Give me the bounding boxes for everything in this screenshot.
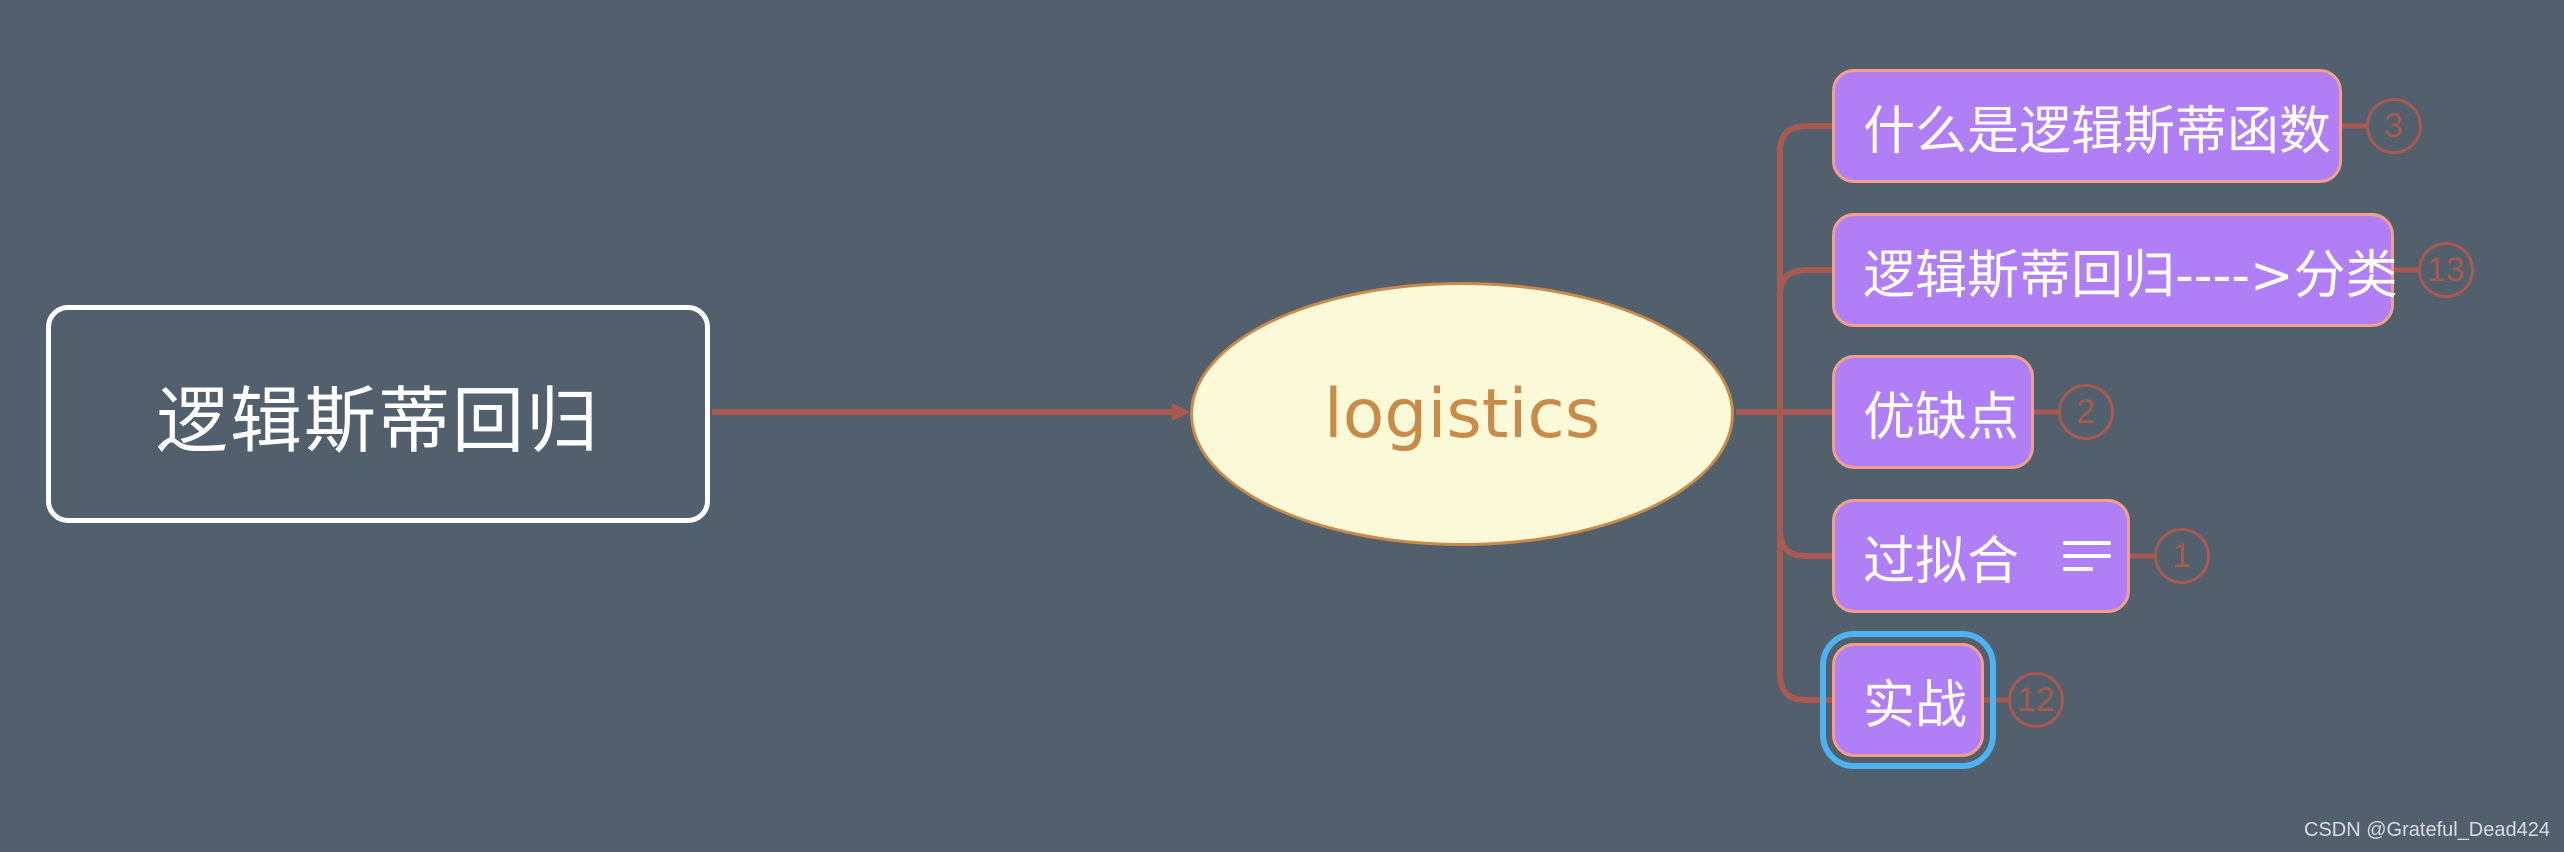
branch-line-2 [1777, 267, 1832, 412]
root-topic-label: 逻辑斯蒂回归 [155, 378, 600, 463]
branch-line-5 [1777, 412, 1832, 703]
collapsed-count-badge[interactable]: 13 [2418, 242, 2474, 298]
notes-icon[interactable] [2063, 541, 2112, 571]
central-topic[interactable]: logistics [1190, 282, 1734, 546]
collapsed-count-badge[interactable]: 12 [2008, 672, 2064, 728]
subtopic-pros-and-cons[interactable]: 优缺点 [1832, 355, 2034, 469]
branch-line-1 [1777, 123, 1832, 412]
subtopic-what-is-logistic-function[interactable]: 什么是逻辑斯蒂函数 [1832, 69, 2342, 183]
subtopic-overfitting[interactable]: 过拟合 [1832, 499, 2130, 613]
subtopic-label: 逻辑斯蒂回归---->分类 [1863, 245, 2398, 306]
subtopic-logistic-regression-classification[interactable]: 逻辑斯蒂回归---->分类 [1832, 213, 2398, 327]
central-topic-label: logistics [1323, 374, 1601, 454]
collapsed-count-badge[interactable]: 2 [2058, 384, 2114, 440]
arrow-head-icon [1172, 403, 1190, 421]
subtopic-practice[interactable]: 实战 [1820, 631, 1996, 769]
branch-line-4 [1777, 412, 1832, 559]
subtopic-label: 实战 [1863, 675, 1968, 736]
subtopic-label: 过拟合 [1863, 531, 2020, 592]
root-topic[interactable]: 逻辑斯蒂回归 [46, 305, 710, 523]
watermark-text: CSDN @Grateful_Dead424 [2304, 819, 2550, 841]
collapsed-count-badge[interactable]: 3 [2366, 98, 2422, 154]
subtopic-label: 优缺点 [1863, 387, 2020, 448]
subtopic-label: 什么是逻辑斯蒂函数 [1863, 101, 2332, 162]
collapsed-count-badge[interactable]: 1 [2154, 528, 2210, 584]
